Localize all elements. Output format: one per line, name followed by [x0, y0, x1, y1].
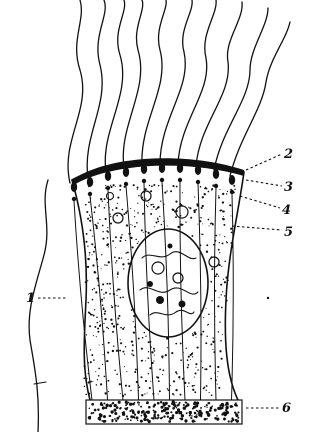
cilia: [68, 0, 290, 183]
label-4: 4: [282, 203, 291, 218]
label-3: 3: [284, 180, 293, 195]
cytoplasm-granules: [83, 184, 235, 397]
label-5: 5: [284, 225, 293, 240]
label-2: 2: [283, 147, 293, 162]
label-6: 6: [282, 401, 291, 416]
label-1: 1: [26, 291, 35, 306]
cell-body: [29, 162, 244, 432]
dot-mark: [267, 297, 269, 299]
basement-membrane: [86, 400, 242, 424]
ciliary-rootlets: [74, 182, 233, 400]
arrow-mark: [34, 382, 46, 384]
